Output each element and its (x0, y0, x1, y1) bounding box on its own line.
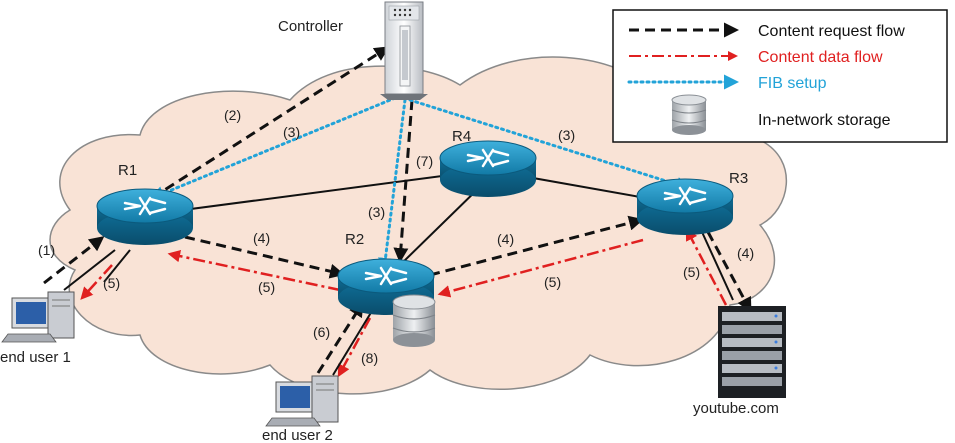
router-label-r1: R1 (118, 162, 137, 179)
step-label: (6) (313, 324, 330, 340)
request-flow-arrows (43, 46, 752, 374)
youtube-server-rack-icon (718, 306, 786, 398)
step-label: (3) (368, 204, 385, 220)
data-flow-arrows (80, 227, 728, 378)
legend-fib-label: FIB setup (758, 75, 827, 92)
step-label: (3) (558, 127, 575, 143)
step-label: (4) (497, 231, 514, 247)
legend-storage-icon (671, 94, 707, 135)
router-r4-icon (439, 140, 537, 197)
end-user-2-label: end user 2 (262, 427, 333, 443)
router-label-r2: R2 (345, 231, 364, 248)
step-label: (5) (544, 274, 561, 290)
router-r1-icon (96, 188, 194, 245)
step-label: (5) (683, 264, 700, 280)
end-user-1-label: end user 1 (0, 349, 71, 366)
controller-label: Controller (278, 18, 343, 35)
youtube-label: youtube.com (693, 400, 779, 417)
router-label-r3: R3 (729, 170, 748, 187)
step-label: (5) (103, 275, 120, 291)
legend-request-label: Content request flow (758, 23, 905, 40)
step-label: (8) (361, 350, 378, 366)
step-label: (4) (253, 230, 270, 246)
fib-setup-arrows (149, 96, 691, 273)
step-label: (7) (416, 153, 433, 169)
router-label-r4: R4 (452, 128, 471, 145)
controller-server-icon (380, 1, 428, 100)
legend: Content request flow Content data flow F… (612, 9, 948, 143)
step-label: (5) (258, 279, 275, 295)
storage-cylinder-icon (392, 294, 436, 347)
router-r3-icon (636, 178, 734, 235)
step-label: (2) (224, 107, 241, 123)
legend-storage-label: In-network storage (758, 112, 891, 129)
access-links (63, 231, 734, 376)
step-label: (4) (737, 245, 754, 261)
step-labels: (1) (2) (3) (3) (3) (4) (4) (4) (5) (5) … (38, 107, 754, 366)
end-user-1-computer-icon (1, 291, 75, 343)
end-user-2-computer-icon (265, 375, 339, 427)
legend-data-label: Content data flow (758, 49, 883, 66)
network-cloud (49, 56, 787, 395)
step-label: (1) (38, 242, 55, 258)
step-label: (3) (283, 124, 300, 140)
